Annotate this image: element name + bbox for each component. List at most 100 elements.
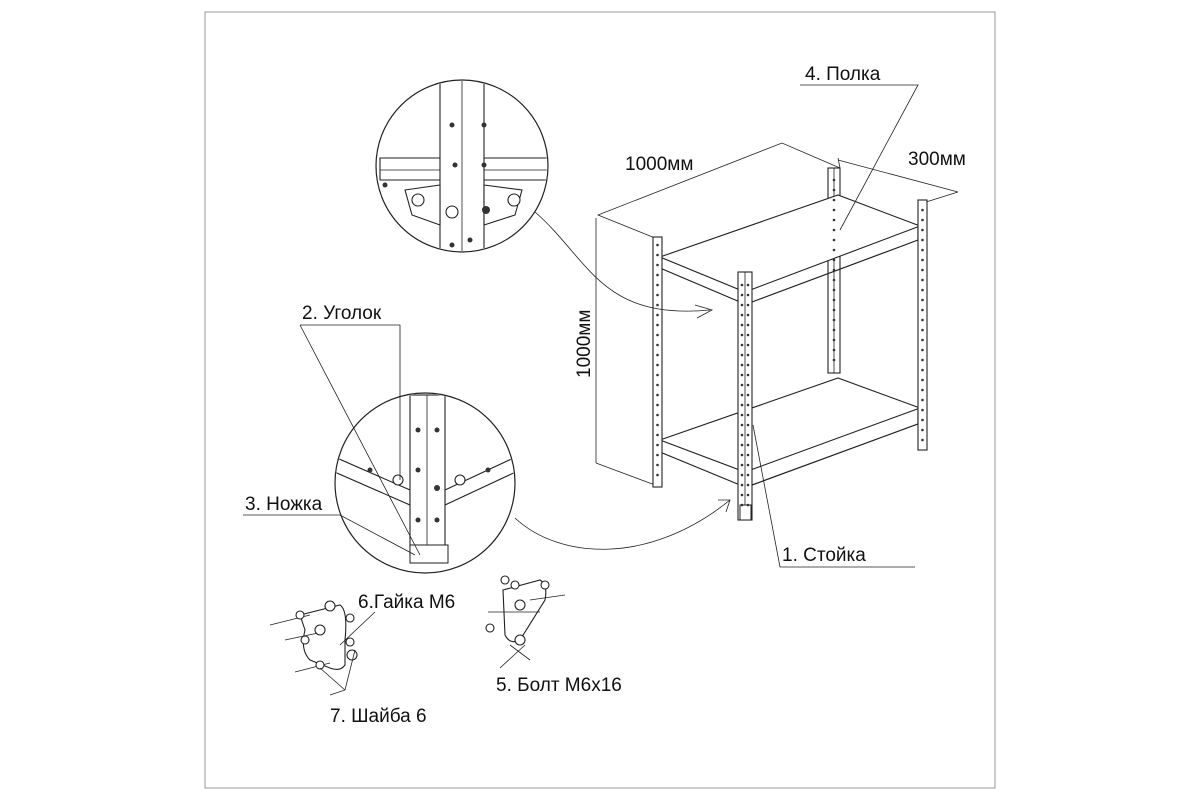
post-hole — [921, 278, 924, 282]
post-hole — [746, 303, 750, 307]
post-hole — [746, 453, 750, 457]
post-hole — [656, 253, 659, 257]
post-hole — [740, 393, 744, 397]
post-hole — [921, 398, 924, 402]
detail-corner-top — [375, 79, 549, 253]
post-hole — [921, 418, 924, 422]
right-post — [917, 199, 928, 451]
detail-foot-bottom — [334, 392, 516, 574]
post-hole — [832, 268, 836, 272]
post-hole — [832, 308, 836, 312]
label-corner: 2. Уголок — [302, 303, 382, 324]
label-height: 1000мм — [574, 310, 595, 378]
foot — [739, 504, 752, 521]
post-hole — [740, 413, 744, 417]
post-hole — [746, 393, 750, 397]
post-hole — [921, 428, 924, 432]
post-hole — [832, 188, 836, 192]
post-hole — [832, 228, 836, 232]
post-hole — [740, 403, 744, 407]
post-hole — [921, 308, 924, 312]
post-hole — [656, 333, 659, 337]
post-hole — [921, 298, 924, 302]
post-hole — [746, 443, 750, 447]
post-hole — [921, 218, 924, 222]
post-hole — [746, 323, 750, 327]
post-hole — [921, 328, 924, 332]
post-hole — [832, 278, 836, 282]
detail-arrow-top — [534, 211, 711, 312]
post-hole — [746, 403, 750, 407]
post-hole — [656, 243, 659, 247]
post-hole — [832, 178, 836, 182]
post-hole — [746, 343, 750, 347]
bottom-shelf — [658, 377, 922, 473]
shelf-rack — [595, 142, 959, 521]
post-hole — [921, 258, 924, 262]
post-hole — [656, 463, 659, 467]
post-hole — [921, 208, 924, 212]
post-hole — [656, 283, 659, 287]
post-hole — [832, 338, 836, 342]
post-hole — [921, 228, 924, 232]
label-bolt: 5. Болт М6х16 — [496, 675, 622, 696]
post-hole — [921, 378, 924, 382]
post-hole — [740, 433, 744, 437]
post-hole — [921, 408, 924, 412]
post-hole — [921, 238, 924, 242]
post-hole — [740, 473, 744, 477]
post-hole — [746, 363, 750, 367]
post-hole — [656, 443, 659, 447]
post-hole — [740, 283, 744, 287]
post-hole — [746, 473, 750, 477]
post-hole — [740, 333, 744, 337]
post-hole — [746, 293, 750, 297]
post-hole — [832, 208, 836, 212]
label-nut: 6.Гайка М6 — [358, 592, 455, 613]
post-hole — [656, 393, 659, 397]
top-shelf — [658, 194, 922, 293]
post-hole — [656, 273, 659, 277]
post-hole — [746, 463, 750, 467]
post-hole — [656, 433, 659, 437]
post-hole — [746, 383, 750, 387]
post-hole — [832, 348, 836, 352]
label-shelf: 4. Полка — [805, 64, 881, 85]
arrow-head-bottom — [718, 499, 731, 513]
post-hole — [921, 318, 924, 322]
post-hole — [746, 493, 750, 497]
post-hole — [656, 293, 659, 297]
left-post — [652, 236, 663, 488]
post-hole — [740, 423, 744, 427]
post-hole — [746, 503, 750, 507]
post-hole — [832, 248, 836, 252]
post-hole — [656, 423, 659, 427]
post-hole — [921, 358, 924, 362]
label-depth: 300мм — [908, 149, 966, 170]
post-hole — [656, 303, 659, 307]
label-post: 1. Стойка — [782, 545, 866, 566]
post-hole — [740, 483, 744, 487]
post-hole — [921, 348, 924, 352]
hardware-left — [269, 600, 358, 673]
post-hole — [921, 368, 924, 372]
post-hole — [740, 293, 744, 297]
post-hole — [656, 323, 659, 327]
post-hole — [921, 248, 924, 252]
post-hole — [740, 383, 744, 387]
post-hole — [746, 423, 750, 427]
post-hole — [832, 288, 836, 292]
post-hole — [921, 288, 924, 292]
post-hole — [656, 473, 659, 477]
post-hole — [656, 313, 659, 317]
post-hole — [656, 413, 659, 417]
post-hole — [656, 363, 659, 367]
post-hole — [921, 268, 924, 272]
post-hole — [832, 258, 836, 262]
post-hole — [832, 218, 836, 222]
post-hole — [656, 383, 659, 387]
depth-dimension-line — [837, 159, 959, 193]
post-hole — [740, 443, 744, 447]
